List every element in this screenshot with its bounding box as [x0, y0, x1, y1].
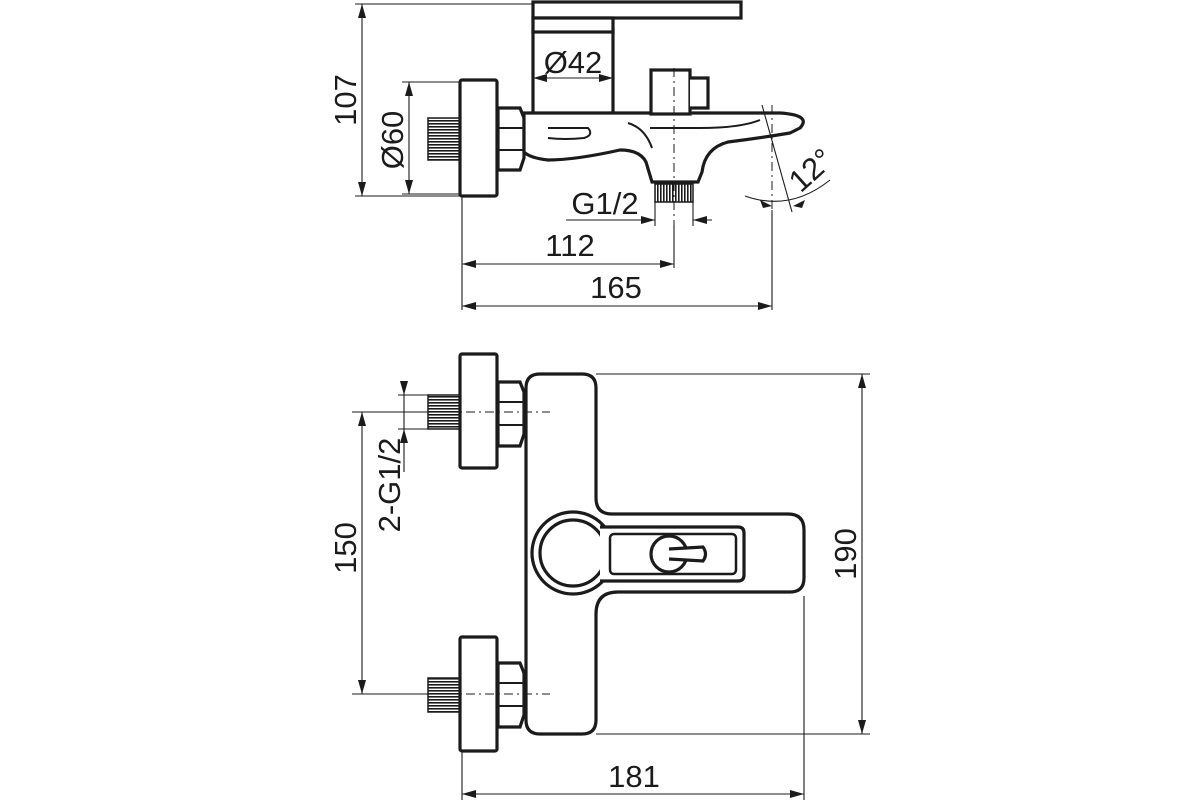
dim-width-front: 181	[608, 759, 660, 794]
dim-angle-spout: 12°	[782, 142, 840, 199]
upper-nut	[496, 380, 526, 448]
dim-length-outlet: 112	[545, 228, 594, 263]
inlet-thread-side	[427, 117, 461, 161]
front-view	[427, 352, 806, 753]
nut-side	[496, 106, 526, 172]
front-dimensions: 150 2-G1/2 190 181	[328, 373, 870, 800]
wall-flange-side	[458, 78, 499, 198]
upper-flange	[458, 352, 499, 470]
spout-inner	[538, 518, 608, 588]
dim-diameter-flange: Ø60	[375, 111, 410, 170]
dim-height-front: 190	[828, 528, 863, 580]
spout-side	[522, 111, 805, 184]
dim-length-total-side: 165	[590, 270, 642, 305]
dim-diameter-body: Ø42	[544, 45, 603, 80]
dim-thread-inlets: 2-G1/2	[372, 438, 407, 533]
lower-nut	[496, 661, 526, 729]
lower-inlet-thread	[427, 677, 461, 713]
dim-height-top: 107	[328, 74, 363, 126]
dim-inlet-spacing: 150	[328, 522, 363, 574]
valve-body-side	[531, 28, 615, 116]
dim-thread-outlet: G1/2	[571, 186, 638, 221]
side-view	[427, 0, 805, 225]
diverter-knob-side	[649, 68, 692, 116]
handle-lever-side	[531, 0, 743, 20]
